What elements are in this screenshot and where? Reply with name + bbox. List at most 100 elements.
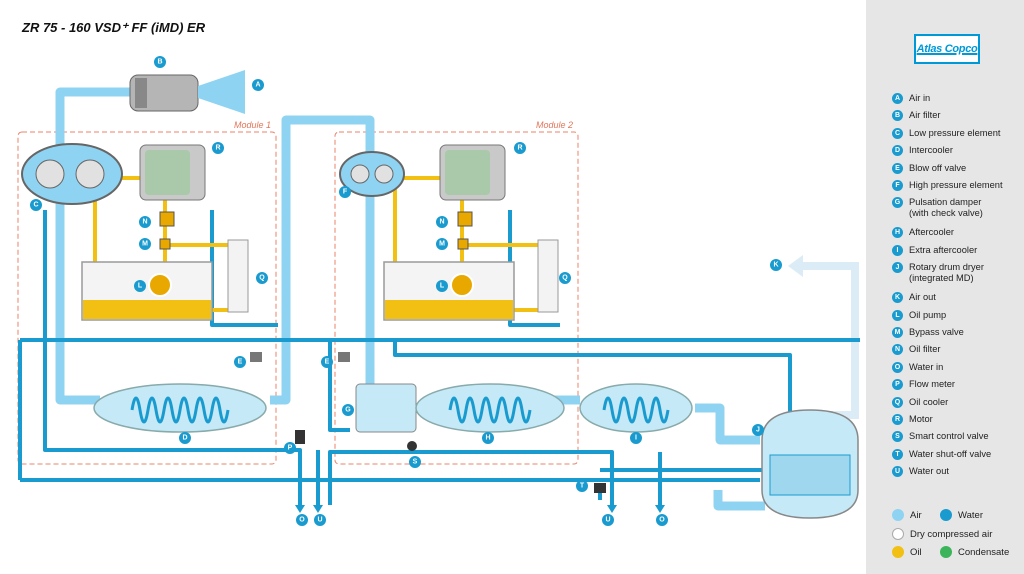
- oil-filter-1: [159, 211, 175, 227]
- legend-label: Low pressure element: [909, 127, 1001, 138]
- legend-badge: M: [892, 327, 903, 338]
- callout-r1: R: [215, 145, 220, 152]
- legend-item-q: Q Oil cooler: [892, 396, 949, 408]
- water-terminals: [295, 505, 665, 513]
- legend-label: Air in: [909, 93, 931, 103]
- process-diagram: Module 1 Module 2: [17, 56, 860, 526]
- key-dry-air: Dry compressed air: [892, 528, 992, 540]
- legend-label: Oil pump: [909, 309, 947, 320]
- legend-label: Water shut-off valve: [909, 448, 992, 459]
- legend-label: High pressure element: [909, 180, 1003, 190]
- low-pressure-element: [21, 143, 123, 205]
- legend-badge: S: [892, 431, 903, 443]
- callout-u2: U: [605, 517, 610, 524]
- water-pipes: [18, 210, 860, 505]
- key-water: Water: [940, 509, 983, 521]
- callout-q1: Q: [259, 275, 265, 282]
- legend-label: Flow meter: [909, 379, 955, 390]
- callout-badges: A B C D E E F G H I J K L L M M N N O O …: [30, 56, 782, 526]
- oil-swatch: [892, 546, 904, 558]
- callout-a: A: [255, 82, 260, 89]
- callout-f: F: [343, 189, 348, 196]
- air-out-arrow: [788, 255, 803, 277]
- oil-cooler-2: [537, 239, 559, 313]
- callout-s: S: [413, 459, 418, 466]
- legend-badge: Q: [892, 396, 903, 408]
- callout-i: I: [635, 435, 637, 442]
- legend-badge: B: [892, 110, 903, 122]
- legend-badge: D: [892, 145, 903, 157]
- callout-m1: M: [142, 241, 148, 248]
- callout-c: C: [33, 202, 38, 209]
- callout-g: G: [345, 407, 351, 414]
- oil-pump-2: [450, 273, 474, 297]
- legend-badge: F: [892, 180, 903, 191]
- key-condensate: Condensate: [940, 546, 1009, 558]
- diagram-title: ZR 75 - 160 VSD⁺ FF (iMD) ER: [22, 20, 206, 35]
- callout-h: H: [485, 435, 490, 442]
- legend-label: Blow off valve: [909, 162, 967, 173]
- key-oil: Oil: [892, 546, 922, 558]
- callout-j: J: [756, 427, 760, 434]
- dry-air-swatch: [892, 528, 904, 540]
- bypass-valve-1: [159, 238, 171, 250]
- callout-n2: N: [439, 219, 444, 226]
- callout-o2: O: [659, 517, 665, 524]
- callout-q2: Q: [562, 275, 568, 282]
- module-2-label: Module 2: [536, 120, 573, 130]
- callout-e2: E: [325, 359, 330, 366]
- legend-item-p: P Flow meter: [892, 379, 955, 391]
- blow-off-valve-2: [338, 352, 350, 362]
- oil-cooler-1: [227, 239, 249, 313]
- callout-o1: O: [299, 517, 305, 524]
- legend-badge: H: [892, 227, 903, 239]
- module-2-boundary: [334, 131, 579, 465]
- legend-badge: N: [892, 344, 903, 356]
- callout-b: B: [157, 59, 162, 66]
- callout-n1: N: [142, 219, 147, 226]
- atlas-copco-logo: Atlas Copco: [914, 34, 980, 64]
- callout-l2: L: [440, 283, 445, 290]
- legend-label: Aftercooler: [909, 227, 954, 238]
- callout-r2: R: [517, 145, 522, 152]
- water-shutoff-valve: [594, 483, 606, 493]
- legend-badge: P: [892, 379, 903, 391]
- callout-k: K: [773, 262, 778, 269]
- legend-label: Oil cooler: [909, 396, 949, 407]
- high-pressure-element: [339, 151, 405, 197]
- legend-label: Pulsation damper (with check valve): [909, 197, 983, 219]
- module-1-boundary: [17, 131, 277, 465]
- pulsation-damper: [355, 383, 417, 433]
- legend-item-s: S Smart control valve: [892, 431, 989, 443]
- water-swatch: [940, 509, 952, 521]
- callout-t: T: [580, 483, 585, 490]
- legend-label: Extra aftercooler: [909, 244, 978, 255]
- legend-item-h: H Aftercooler: [892, 227, 954, 239]
- air-swatch: [892, 509, 904, 521]
- flow-meter: [295, 430, 305, 444]
- legend-badge: U: [892, 466, 903, 478]
- callout-m2: M: [439, 241, 445, 248]
- bypass-valve-2: [457, 238, 469, 250]
- callout-d: D: [182, 435, 187, 442]
- air-inlet: [198, 70, 245, 114]
- callout-p: P: [288, 445, 293, 452]
- legend-label: Smart control valve: [909, 431, 989, 442]
- legend-badge: I: [892, 244, 903, 256]
- legend-label: Water in: [909, 361, 944, 372]
- legend-label: Air filter: [909, 110, 941, 121]
